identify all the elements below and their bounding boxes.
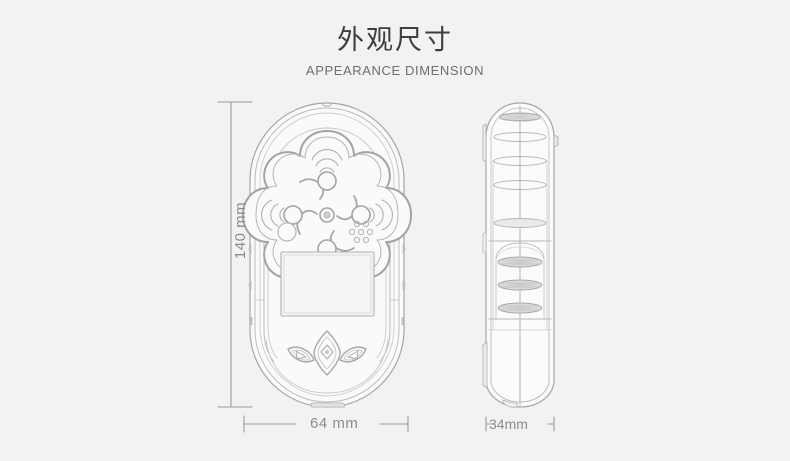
bottom-connector <box>310 402 345 408</box>
side-power-button[interactable] <box>553 134 559 148</box>
lower-battery-section <box>490 331 550 403</box>
center-confirm-button[interactable] <box>313 330 341 376</box>
grille-hole-top <box>317 171 337 191</box>
grille-hole-center-inner <box>323 211 331 219</box>
side-view <box>482 102 559 408</box>
lcd-display-inner <box>283 254 372 314</box>
dimension-line-width-side <box>485 416 555 432</box>
side-tab-mid-left <box>482 231 487 255</box>
front-body-inner-rim-2 <box>259 112 395 397</box>
front-view <box>242 102 412 408</box>
grip-ridge-striations <box>498 259 542 311</box>
grille-hole-right <box>351 205 371 225</box>
grille-swirl-right <box>369 199 393 231</box>
right-arrow-button[interactable] <box>339 346 367 363</box>
grip-ridge-ellipses-lower <box>497 256 543 314</box>
page-title: 外观尺寸 APPEARANCE DIMENSION <box>0 22 790 81</box>
side-grip-panel-2 <box>495 246 545 321</box>
dimension-label-width-front: 64 mm <box>310 415 359 432</box>
front-top-notch <box>321 103 333 107</box>
title-chinese: 外观尺寸 <box>337 25 453 55</box>
left-arrow-button[interactable] <box>287 346 315 363</box>
dimension-line-width-front <box>243 415 409 433</box>
dimension-line-height <box>217 101 253 408</box>
side-grip-panel <box>495 242 545 321</box>
led-indicator <box>277 222 297 242</box>
grip-ridge-top-shaded <box>499 113 541 121</box>
button-row <box>287 330 367 376</box>
title-english: APPEARANCE DIMENSION <box>305 63 485 78</box>
lcd-display <box>280 251 375 317</box>
front-body-inner-rim <box>254 107 400 403</box>
grip-ridge-mid <box>493 218 547 228</box>
dimension-label-height: 140 mm <box>232 201 250 260</box>
bottom-clip <box>502 399 518 408</box>
grip-ridge-ellipses-upper <box>493 112 547 190</box>
dimension-label-width-side: 34mm <box>489 416 528 432</box>
grille-swirl-top <box>311 149 343 173</box>
side-tab-lower-left <box>482 341 488 389</box>
speaker-dot-cluster <box>348 220 374 244</box>
grille-hole-left <box>283 205 303 225</box>
grille-swirl-left <box>261 199 285 231</box>
front-bottom-curve <box>265 339 389 394</box>
side-tab-upper-left <box>482 123 487 163</box>
